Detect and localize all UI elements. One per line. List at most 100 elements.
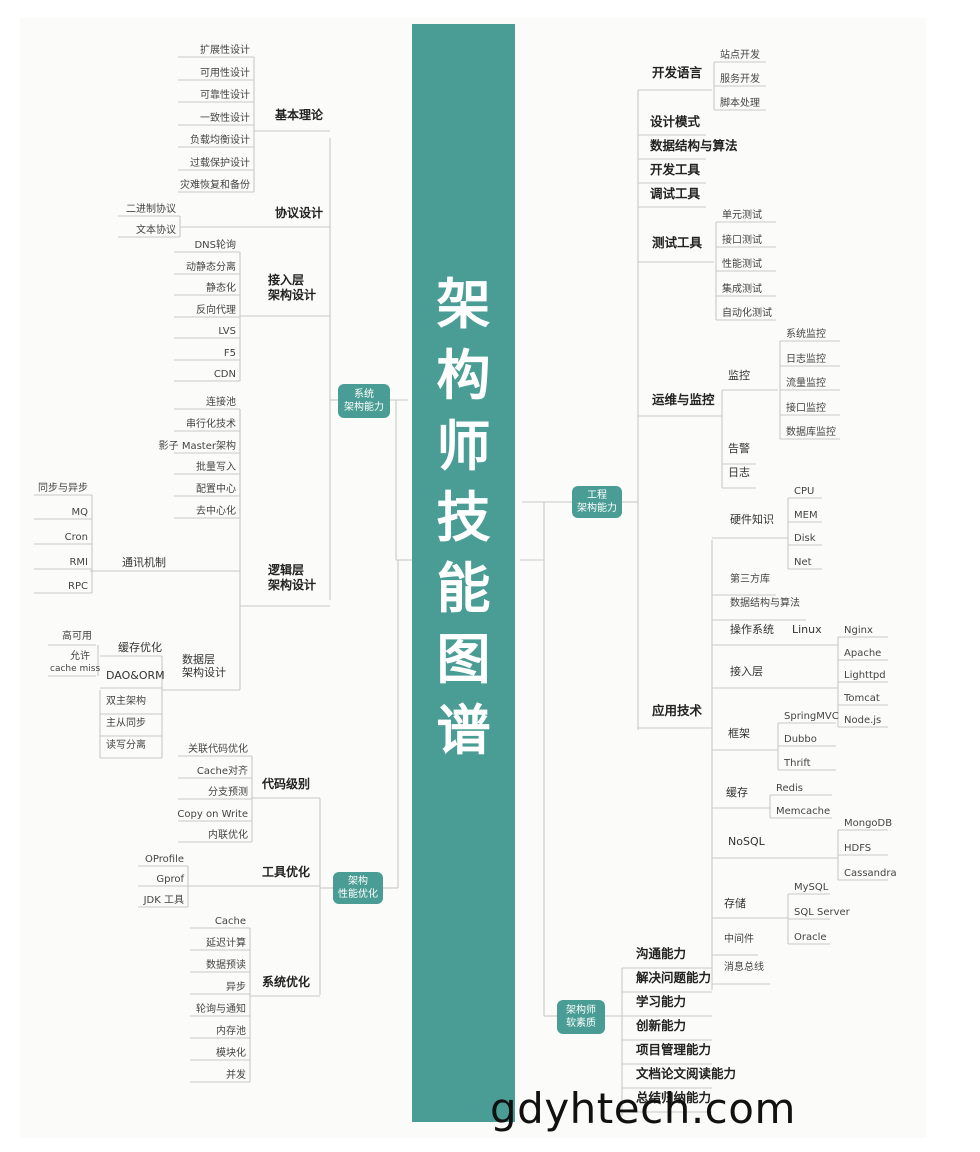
nosql-label: NoSQL [728, 834, 765, 848]
system-opt-item: 延迟计算 [206, 937, 246, 949]
system-opt-item: 并发 [226, 1069, 246, 1081]
basic-theory-label: 基本理论 [275, 107, 324, 122]
logic-layer-item: 配置中心 [196, 483, 236, 495]
app-access-item: Node.js [844, 714, 882, 726]
code-level-item: Copy on Write [177, 808, 248, 820]
cache-item: 高可用 [62, 630, 92, 642]
tool-item: OProfile [145, 853, 184, 865]
access-layer-label: 接入层 架构设计 [268, 273, 317, 302]
system-opt-item: 内存池 [216, 1025, 246, 1037]
log-label: 日志 [728, 465, 750, 479]
code-level-item: Cache对齐 [196, 765, 248, 777]
testing-tools-label: 测试工具 [652, 234, 703, 250]
framework-item: Dubbo [784, 733, 817, 745]
ops-monitor-label: 运维与监控 [652, 391, 715, 407]
logic-layer-item: 影子 Master架构 [158, 440, 236, 452]
basic-theory-item: 灾难恢复和备份 [180, 179, 250, 191]
protocol-item: 二进制协议 [126, 203, 176, 215]
testing-tool-item: 单元测试 [722, 209, 762, 221]
cache-item: 允许 [70, 650, 90, 662]
monitor-item: 数据库监控 [786, 426, 836, 438]
title-banner: 架构师技能图谱 [412, 24, 515, 1122]
tool-item: JDK 工具 [143, 894, 184, 906]
storage-item: MySQL [794, 881, 829, 893]
dev-language-label: 开发语言 [652, 64, 703, 80]
dev-language-item: 脚本处理 [720, 97, 760, 109]
monitor-label: 监控 [728, 368, 750, 382]
basic-theory-item: 扩展性设计 [200, 44, 250, 56]
dev-language-item: 服务开发 [720, 73, 760, 85]
app-cache-label: 缓存 [726, 785, 748, 799]
data-layer-item: 主从同步 [106, 717, 146, 729]
hardware-item: Disk [794, 532, 816, 544]
tool-opt-label: 工具优化 [262, 864, 311, 879]
eng-skill-item: 调试工具 [650, 185, 701, 201]
code-level-item: 关联代码优化 [188, 743, 248, 755]
app-access-item: Nginx [844, 624, 873, 636]
storage-label: 存储 [724, 896, 746, 910]
framework-item: Thrift [784, 757, 811, 769]
monitor-item: 系统监控 [786, 328, 826, 340]
monitor-item: 流量监控 [786, 377, 826, 389]
protocol-item: 文本协议 [136, 224, 176, 236]
access-layer-item: CDN [213, 368, 236, 380]
code-level-item: 分支预测 [208, 786, 248, 798]
logic-layer-item: 批量写入 [196, 461, 236, 473]
basic-theory-item: 负载均衡设计 [190, 134, 250, 146]
app-access-item: Tomcat [844, 692, 880, 704]
soft-skill-item: 文档论文阅读能力 [636, 1065, 737, 1081]
system-opt-item: 模块化 [216, 1047, 246, 1059]
hardware-label: 硬件知识 [730, 512, 774, 526]
testing-tool-item: 集成测试 [722, 283, 762, 295]
storage-item: Oracle [794, 931, 827, 943]
access-layer-item: 动静态分离 [186, 261, 236, 273]
system-opt-item: 轮询与通知 [196, 1003, 246, 1015]
app-algo-label: 数据结构与算法 [730, 597, 800, 609]
alert-label: 告警 [728, 441, 750, 455]
tool-item: Gprof [156, 873, 184, 885]
site-watermark: gdyhtech.com [490, 1084, 796, 1133]
basic-theory-item: 可靠性设计 [200, 89, 250, 101]
access-layer-item: DNS轮询 [194, 239, 236, 251]
testing-tool-item: 接口测试 [722, 234, 762, 246]
eng-skill-item: 设计模式 [650, 113, 701, 129]
nosql-item: MongoDB [844, 817, 893, 829]
soft-skills-hub: 架构师 软素质 [557, 1000, 605, 1034]
protocol-design-label: 协议设计 [275, 205, 324, 220]
soft-skill-item: 解决问题能力 [636, 969, 712, 985]
monitor-item: 日志监控 [786, 353, 826, 365]
soft-skill-item: 学习能力 [636, 993, 687, 1009]
code-level-label: 代码级别 [262, 776, 311, 791]
access-layer-item: LVS [218, 325, 236, 337]
access-layer-item: F5 [223, 347, 236, 359]
comm-item: RPC [68, 580, 88, 592]
eng-skill-item: 开发工具 [650, 161, 701, 177]
os-value: Linux [792, 622, 822, 636]
app-access-label: 接入层 [730, 664, 763, 678]
data-layer-item: 双主架构 [106, 695, 146, 707]
data-layer-label: 数据层 架构设计 [182, 653, 226, 679]
engineering-hub: 工程 架构能力 [572, 486, 622, 518]
third-party-label: 第三方库 [730, 573, 770, 585]
hardware-item: CPU [794, 485, 815, 497]
cache-opt-label: 缓存优化 [118, 640, 162, 654]
app-access-item: Apache [844, 647, 882, 659]
data-layer-item: 读写分离 [106, 739, 146, 751]
comm-item: RMI [69, 556, 88, 568]
testing-tool-item: 性能测试 [722, 258, 762, 270]
soft-skill-item: 创新能力 [636, 1017, 687, 1033]
eng-skill-item: 数据结构与算法 [650, 137, 738, 153]
soft-skill-item: 项目管理能力 [636, 1041, 712, 1057]
middleware-label: 中间件 [724, 933, 754, 945]
system-opt-item: Cache [214, 915, 246, 927]
logic-layer-label: 逻辑层 架构设计 [268, 563, 317, 592]
soft-skill-item: 总结归纳能力 [636, 1089, 712, 1105]
logic-layer-item: 去中心化 [196, 505, 236, 517]
soft-skill-item: 沟通能力 [636, 945, 687, 961]
cache-item: cache miss [50, 663, 101, 674]
data-layer-item: DAO&ORM [106, 668, 165, 682]
diagram-title: 架构师技能图谱 [436, 273, 491, 762]
access-layer-item: 反向代理 [196, 304, 236, 316]
